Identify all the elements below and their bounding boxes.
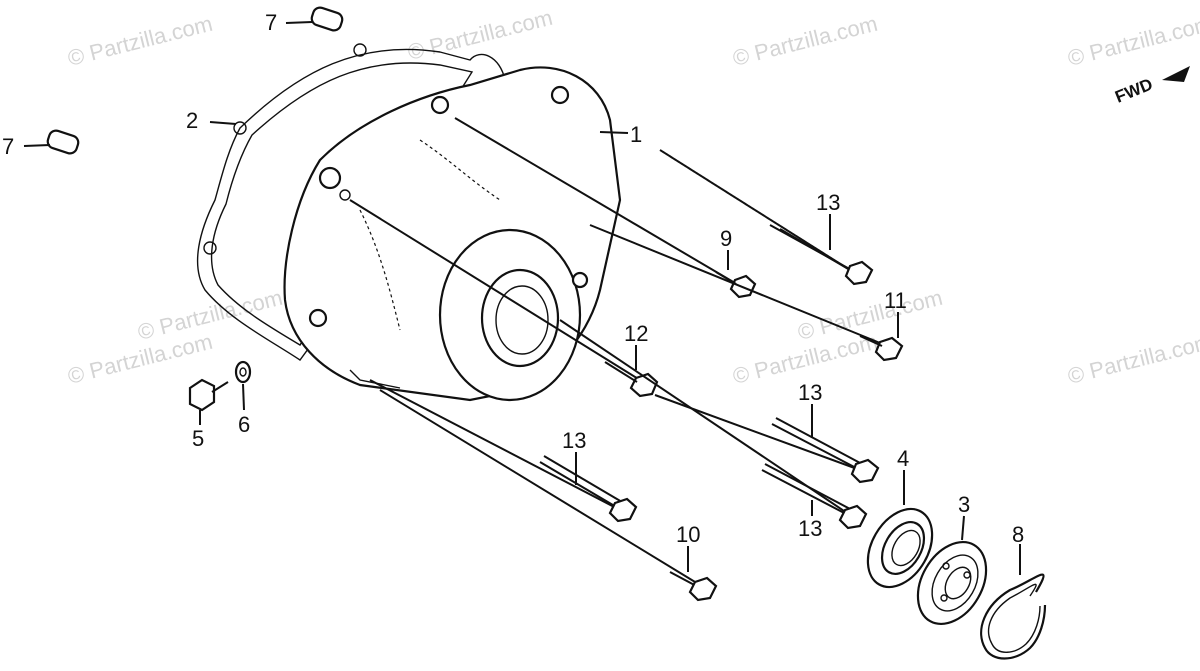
callout-1: 1 [630, 122, 642, 147]
watermark: © Partzilla.com [1065, 11, 1200, 71]
callout-13: 13 [798, 516, 822, 541]
callout-10: 10 [676, 522, 700, 547]
callout-7: 7 [2, 134, 14, 159]
watermark: © Partzilla.com [730, 11, 880, 71]
washer-6-part [234, 360, 252, 384]
callout-11: 11 [884, 288, 907, 313]
circlip-part [980, 573, 1047, 660]
callout-13: 13 [562, 428, 586, 453]
callout-numbers: 1 2 3 4 5 6 7 7 8 9 10 11 12 13 13 13 13 [2, 10, 1024, 547]
callout-8: 8 [1012, 522, 1024, 547]
callout-4: 4 [897, 446, 909, 471]
bolt-12-head [629, 372, 659, 398]
bolt-11-head [874, 336, 904, 362]
fwd-label: FWD [1112, 75, 1155, 107]
callout-3: 3 [958, 492, 970, 517]
callout-13: 13 [798, 380, 822, 405]
bolt-13-head [838, 504, 868, 530]
gasket-part [197, 43, 506, 361]
watermark: © Partzilla.com [1065, 329, 1200, 389]
bolt-13-head [850, 458, 880, 484]
bolts-group [349, 117, 904, 602]
bearing-part [916, 540, 988, 626]
callout-2: 2 [186, 108, 198, 133]
crankcase-cover-part [283, 66, 622, 402]
callout-12: 12 [624, 321, 648, 346]
bolt-10-head [688, 576, 718, 602]
dowel-pin-part [46, 6, 344, 155]
bolt-13-head [844, 260, 874, 286]
bolt-5-part [188, 378, 229, 412]
leader-lines [23, 21, 1021, 575]
bolt-13-head [608, 497, 638, 523]
callout-13: 13 [816, 190, 840, 215]
callout-7: 7 [265, 10, 277, 35]
callout-5: 5 [192, 426, 204, 451]
fwd-arrow-icon [1162, 66, 1190, 82]
watermark: © Partzilla.com [405, 5, 555, 65]
watermark: © Partzilla.com [65, 11, 215, 71]
oil-seal-part [866, 507, 934, 589]
callout-9: 9 [720, 226, 732, 251]
callout-6: 6 [238, 412, 250, 437]
forward-direction-indicator: FWD [1112, 66, 1190, 107]
